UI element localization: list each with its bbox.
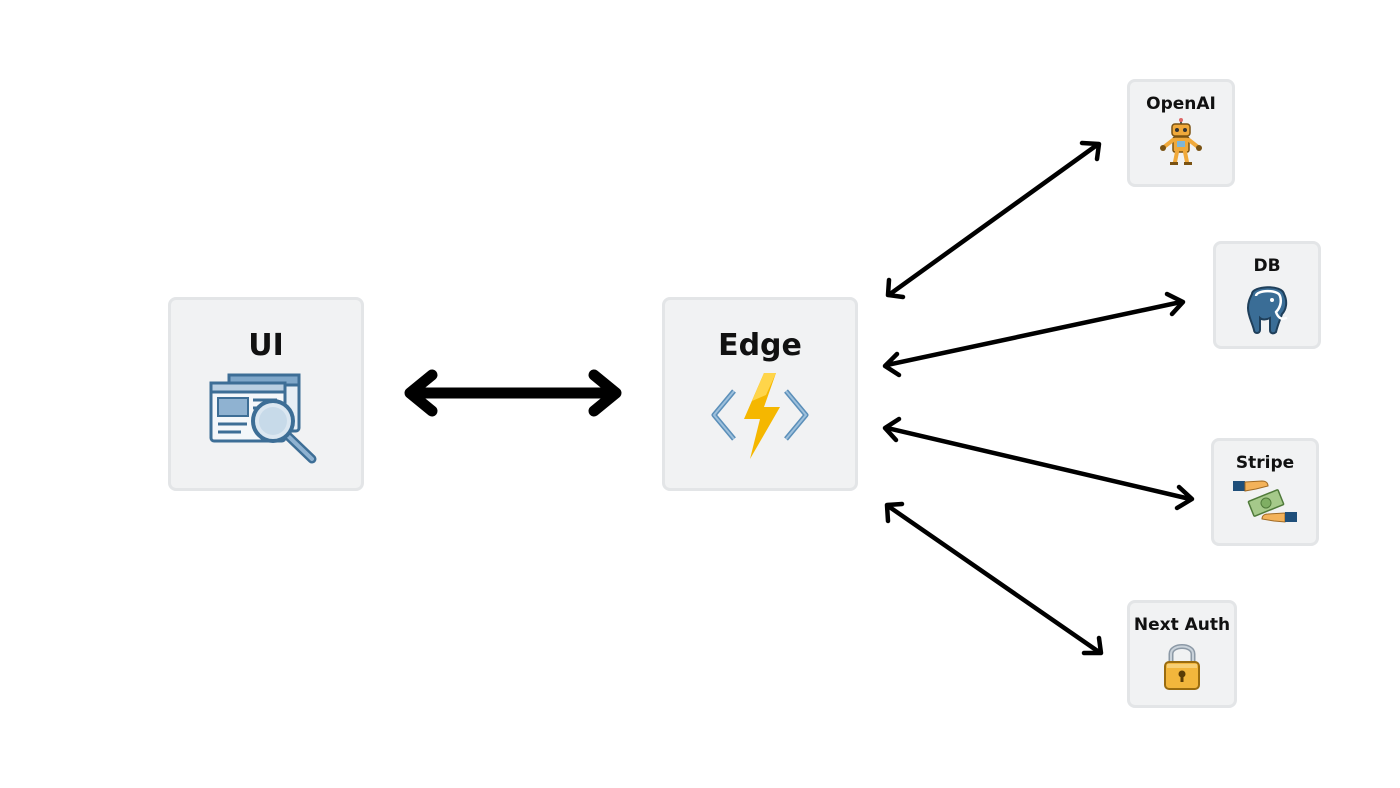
openai-label: OpenAI	[1146, 94, 1216, 114]
ui-label: UI	[248, 328, 284, 363]
robot-icon	[1160, 118, 1202, 165]
arrow-ui-edge	[404, 369, 622, 417]
lightning-code-icon	[711, 373, 809, 459]
edge-node: Edge	[662, 297, 858, 491]
nextauth-label: Next Auth	[1133, 615, 1231, 635]
browser-magnifier-icon	[209, 373, 317, 464]
padlock-icon	[1164, 644, 1200, 690]
nextauth-node: Next Auth	[1127, 600, 1237, 708]
arrow-edge-openai	[885, 140, 1102, 300]
arrow-edge-nextauth	[884, 501, 1104, 656]
stripe-node: Stripe	[1211, 438, 1319, 546]
openai-node: OpenAI	[1127, 79, 1235, 187]
db-label: DB	[1253, 256, 1281, 276]
stripe-label: Stripe	[1235, 453, 1295, 473]
money-exchange-icon	[1233, 480, 1297, 523]
db-node: DB	[1213, 241, 1321, 349]
postgres-elephant-icon	[1246, 286, 1288, 335]
edge-label: Edge	[718, 328, 802, 363]
arrow-edge-stripe	[882, 416, 1195, 511]
ui-node: UI	[168, 297, 364, 491]
arrow-edge-db	[882, 291, 1186, 378]
